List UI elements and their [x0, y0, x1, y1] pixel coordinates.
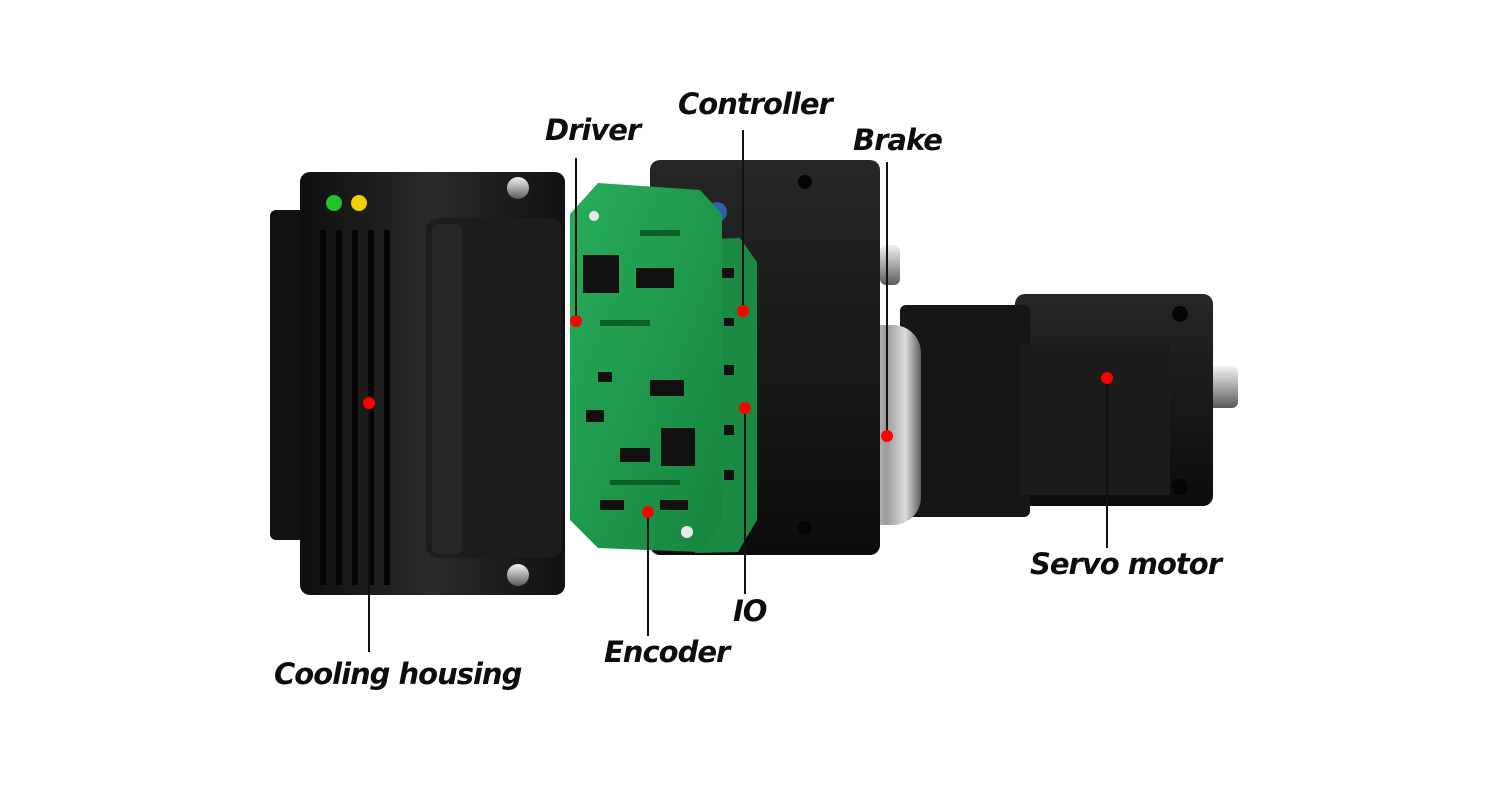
label-controller: Controller	[678, 87, 833, 121]
marker-servo-motor	[1101, 372, 1113, 384]
marker-encoder	[642, 506, 654, 518]
marker-brake	[881, 430, 893, 442]
servo-motor	[900, 294, 1238, 517]
status-led-yellow	[351, 195, 367, 211]
housing-screw	[507, 177, 529, 199]
motor-bolt-hole	[1172, 306, 1188, 322]
motor-body-face	[1020, 345, 1170, 495]
label-io: IO	[733, 594, 767, 628]
marker-io	[739, 402, 751, 414]
leader-lines	[368, 130, 1108, 652]
label-brake: Brake	[853, 123, 943, 157]
label-servo-motor: Servo motor	[1030, 547, 1222, 581]
motor-body	[900, 305, 1030, 517]
housing-bolt-hole	[798, 521, 812, 535]
markers	[363, 305, 1113, 518]
marker-cooling-housing	[363, 397, 375, 409]
housing-screw	[507, 564, 529, 586]
driver-encoder-board	[570, 183, 722, 552]
label-driver: Driver	[545, 113, 641, 147]
marker-driver	[570, 315, 582, 327]
marker-controller	[737, 305, 749, 317]
ic-chip	[636, 268, 674, 288]
housing-bolt-hole	[798, 175, 812, 189]
label-cooling-housing: Cooling housing	[274, 657, 522, 691]
motor-shaft	[1205, 366, 1238, 408]
label-encoder: Encoder	[604, 635, 730, 669]
cooling-housing	[270, 172, 565, 595]
ic-chip	[661, 428, 695, 466]
status-led-green	[326, 195, 342, 211]
motor-bolt-hole	[1172, 479, 1188, 495]
ic-chip	[650, 380, 684, 396]
ic-chip	[583, 255, 619, 293]
